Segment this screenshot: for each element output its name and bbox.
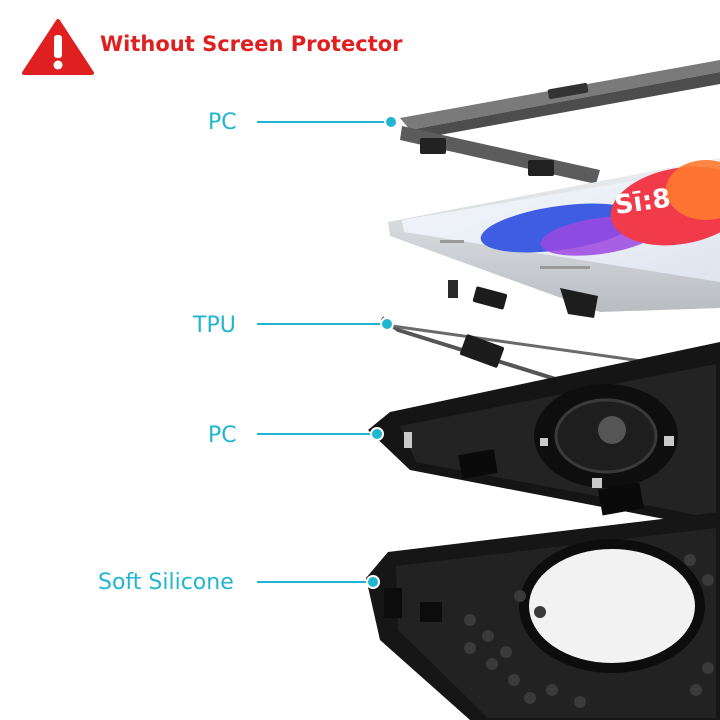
layer-label-tpu: TPU bbox=[193, 313, 236, 338]
layer-label-soft-silicone: Soft Silicone bbox=[98, 570, 234, 595]
soft-silicone-shell bbox=[366, 512, 720, 720]
layer-label-pc-shell: PC bbox=[208, 423, 237, 448]
layer-label-pc-top: PC bbox=[208, 110, 237, 135]
tablet-device: Sī:8 bbox=[388, 158, 720, 318]
warning-text: Without Screen Protector bbox=[100, 32, 403, 56]
leader-dot-pc-shell bbox=[370, 427, 384, 441]
leader-line-pc-top bbox=[257, 121, 392, 123]
leader-dot-pc-top bbox=[384, 115, 398, 129]
pc-hard-shell bbox=[368, 342, 720, 536]
warning-triangle-icon bbox=[22, 19, 94, 75]
leader-line-soft-silicone bbox=[257, 581, 373, 583]
leader-dot-soft-silicone bbox=[366, 575, 380, 589]
leader-line-pc-shell bbox=[257, 433, 377, 435]
leader-line-tpu bbox=[257, 323, 387, 325]
leader-dot-tpu bbox=[380, 317, 394, 331]
pc-top-frame bbox=[400, 60, 720, 190]
